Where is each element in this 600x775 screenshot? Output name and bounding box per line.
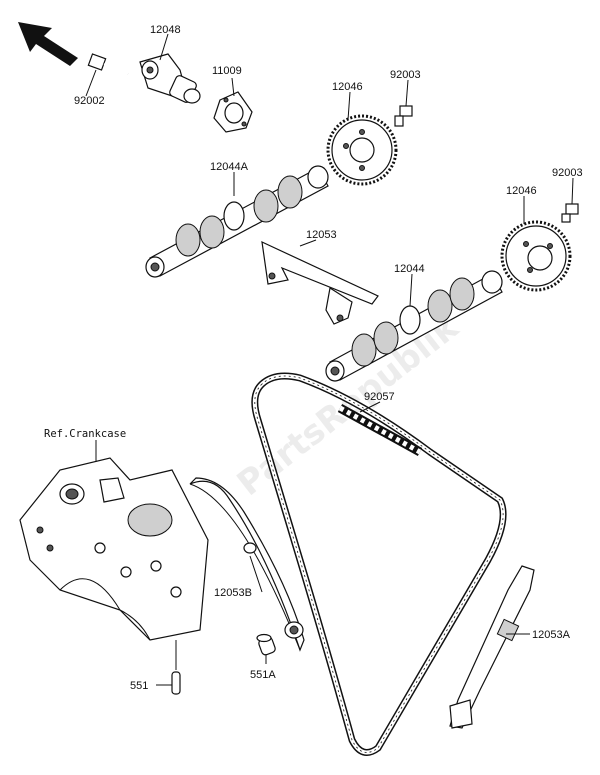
cam-chain-92057 (251, 372, 507, 756)
cam-chain-tensioner-12048 (139, 53, 201, 104)
chain-guide-12053 (261, 240, 379, 325)
label-12053A: 12053A (532, 629, 571, 641)
label-92003-upper: 92003 (390, 69, 421, 81)
camshaft-12044 (325, 270, 503, 382)
label-ref-crankcase: Ref.Crankcase (44, 428, 126, 440)
label-551A: 551A (250, 669, 276, 681)
chain-guide-12053A (449, 565, 535, 729)
crankcase-reference (19, 457, 209, 641)
dowel-pin-551 (171, 671, 181, 695)
label-92057: 92057 (364, 391, 395, 403)
bolt-92002 (87, 53, 129, 75)
gasket-11009 (213, 91, 253, 133)
part-labels: 12048 92002 11009 12046 92003 12044A 120… (44, 24, 583, 692)
label-11009: 11009 (212, 65, 242, 77)
label-12046-lower: 12046 (506, 185, 537, 197)
label-92002: 92002 (74, 95, 105, 107)
leader-lines (85, 33, 574, 686)
dowel-pin-551A (256, 633, 276, 656)
label-12053B: 12053B (214, 587, 252, 599)
bolt-92003-lower (561, 203, 579, 223)
label-12046-upper: 12046 (332, 81, 363, 93)
camshaft-12044A (145, 165, 329, 278)
chain-guide-12053B (189, 477, 305, 652)
bolt-92003-upper (394, 105, 413, 127)
label-12053: 12053 (306, 229, 337, 241)
label-551: 551 (130, 680, 148, 692)
chain-link-detail (337, 404, 423, 456)
cam-sprocket-12046-upper (326, 114, 398, 186)
front-direction-arrow (18, 22, 78, 66)
label-12044A: 12044A (210, 161, 249, 173)
label-92003-lower: 92003 (552, 167, 583, 179)
label-12048: 12048 (150, 24, 181, 36)
label-12044: 12044 (394, 263, 425, 275)
cam-sprocket-12046-lower (500, 220, 572, 292)
watermark: PartsRepublik (230, 307, 467, 505)
